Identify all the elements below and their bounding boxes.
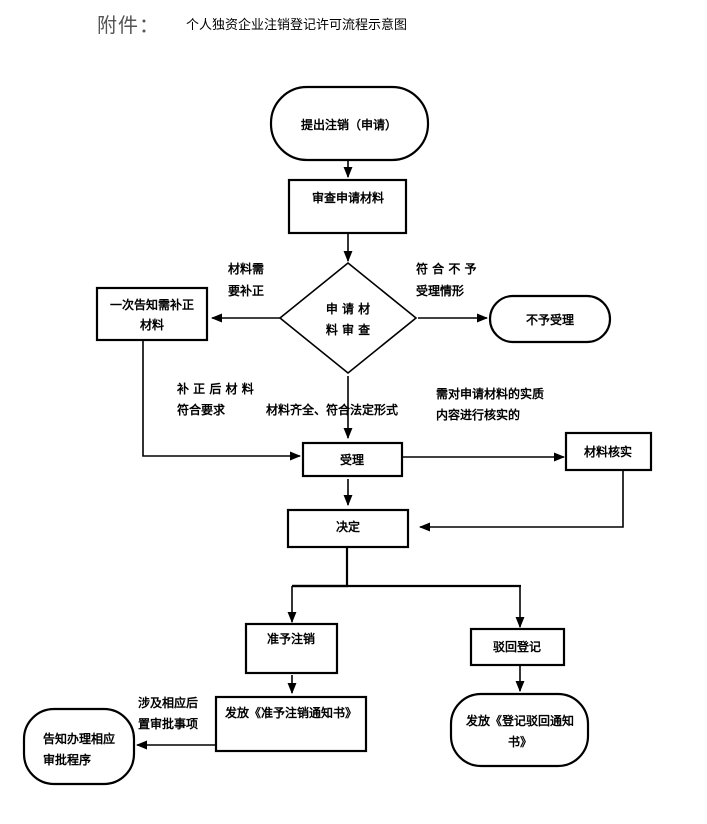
edge-verify-to-decide [418,470,624,532]
node-review-materials: 审查申请材料 [287,178,408,235]
node-label-line2: 书》 [508,734,532,749]
label-need-verify-line2: 内容进行核实的 [436,407,520,422]
node-issue-approval: 发放《准予注销通知书》 [214,695,368,753]
label-needs-supplement-line2: 要补正 [228,283,264,298]
label-not-accept-case-line1: 符 合 不 予 [416,261,477,276]
node-label: 提出注销（申请） [301,117,397,132]
node-label-line2: 审批程序 [43,752,91,767]
node-decide: 决定 [286,508,410,549]
node-notify-procedure: 告知办理相应 审批程序 [22,707,136,786]
node-accept: 受理 [301,441,404,478]
edge-labels: 材料需 要补正 符 合 不 予 受理情形 补 正 后 材 料 符合要求 材料齐全… [138,261,544,731]
node-label: 决定 [336,519,360,534]
node-reject: 驳回登记 [469,627,566,667]
node-decision-review: 申 请 材 料 审 查 [278,261,418,375]
label-supplement-ok-line1: 补 正 后 材 料 [176,381,254,396]
node-label-line1: 申 请 材 [326,301,370,316]
connectors [135,161,624,750]
node-label-line1: 发放《登记驳回通知 [465,713,574,728]
edge-supplement-to-accept [142,340,302,461]
label-complete: 材料齐全、符合法定形式 [265,402,398,417]
node-label-line2: 材料 [139,317,164,332]
label-need-verify-line1: 需对申请材料的实质 [436,386,544,401]
edge-decide-branch [292,548,349,588]
node-label: 驳回登记 [493,639,541,654]
node-label: 审查申请材料 [312,190,384,205]
node-verify: 材料核实 [564,431,653,472]
label-post-approval-line1: 涉及相应后 [138,695,198,710]
node-label: 发放《准予注销通知书》 [224,705,357,720]
label-supplement-ok-line2: 符合要求 [177,402,226,417]
node-label: 准予注销 [267,631,315,646]
node-label: 受理 [340,452,364,467]
node-apply: 提出注销（申请） [269,85,430,162]
attachment-label: 附件： [97,12,160,37]
label-needs-supplement-line1: 材料需 [227,261,264,276]
label-post-approval-line2: 置审批事项 [138,716,198,731]
document-header: 附件： 个人独资企业注销登记许可流程示意图 [97,8,407,38]
node-notify-supplement: 一次告知需补正 材料 [95,286,209,342]
node-approve: 准予注销 [244,622,339,675]
node-label-line2: 料 审 查 [326,322,371,337]
node-issue-rejection: 发放《登记驳回通知 书》 [449,692,590,768]
node-label: 不予受理 [526,312,574,327]
node-label-line1: 告知办理相应 [43,731,115,746]
page-title: 个人独资企业注销登记许可流程示意图 [186,17,408,33]
node-label-line1: 一次告知需补正 [110,297,194,312]
node-not-accepted: 不予受理 [488,294,612,344]
label-not-accept-case-line2: 受理情形 [416,283,464,298]
node-label: 材料核实 [583,444,632,459]
